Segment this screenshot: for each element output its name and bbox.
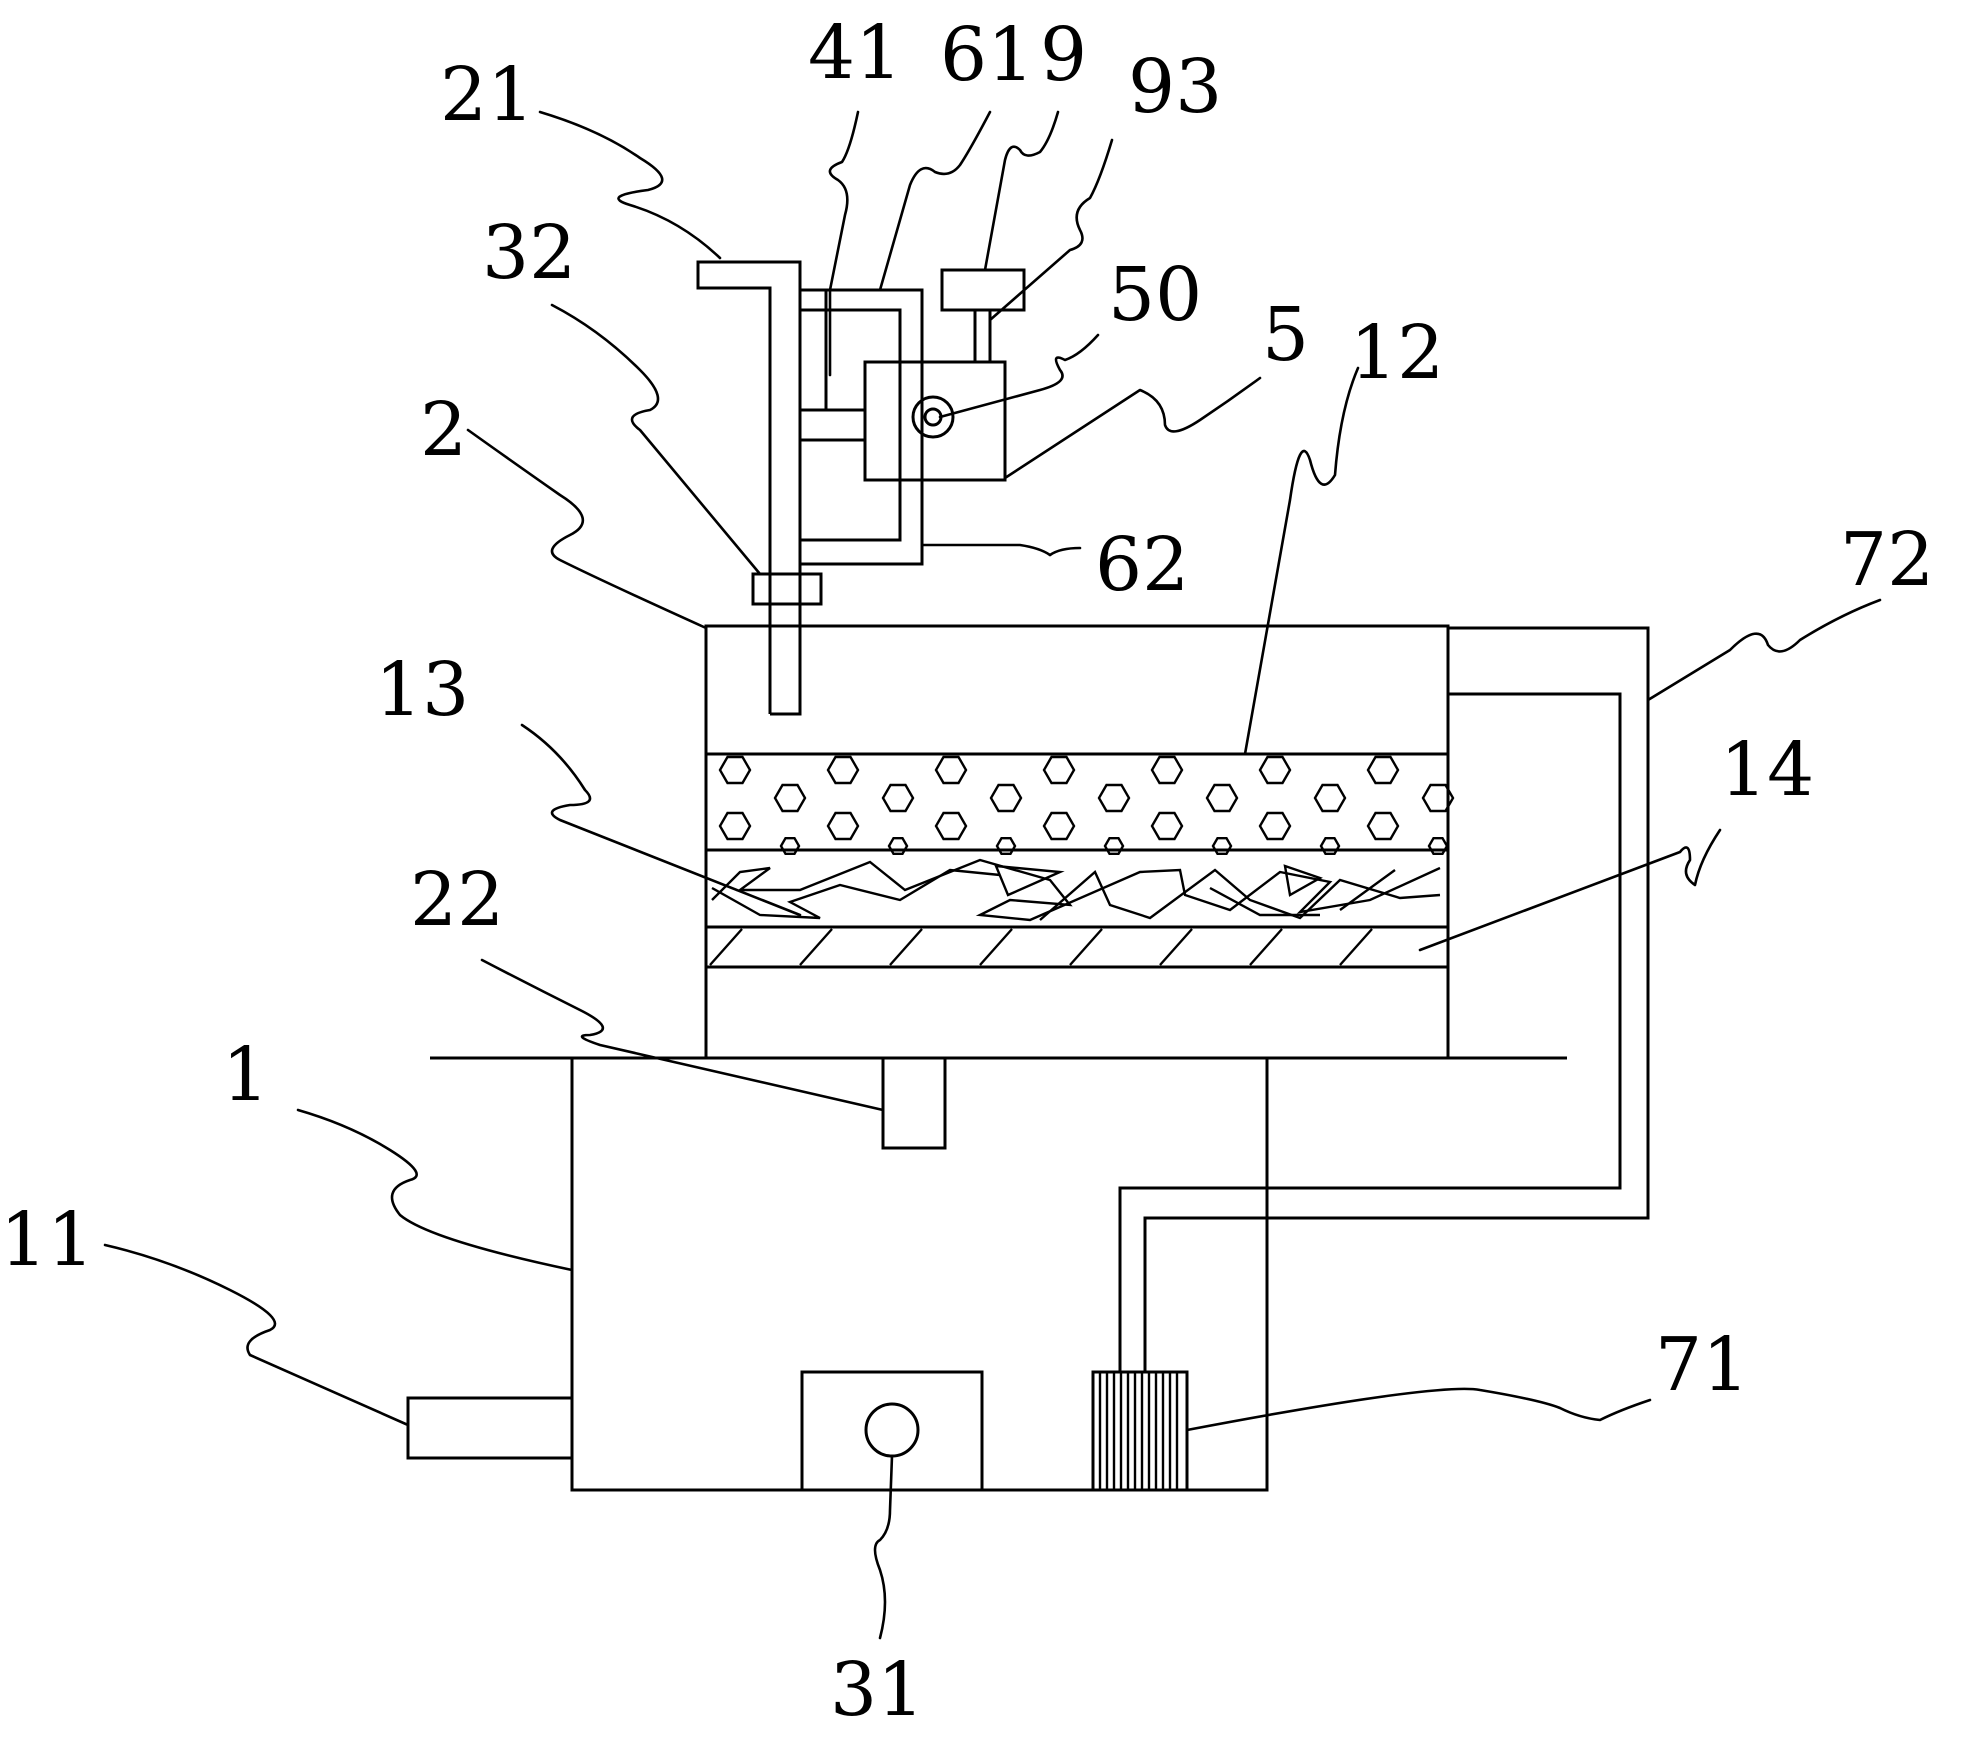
- hexagon-cell: [1313, 783, 1347, 813]
- hexagon-cell: [1258, 755, 1292, 785]
- drain-pipe: [881, 1056, 947, 1150]
- label-9: 9: [1040, 12, 1087, 98]
- leader-1: [296, 1108, 574, 1272]
- leader-41: [828, 110, 860, 377]
- label-13: 13: [375, 647, 469, 733]
- leader-12: [1243, 366, 1360, 756]
- leader-31: [873, 1454, 894, 1640]
- hexagon-cell: [1042, 811, 1076, 841]
- honeycomb-layer: [704, 752, 1455, 855]
- hexagon-cell: [826, 755, 860, 785]
- inlet-pipe: [696, 260, 802, 716]
- lower-tank: [430, 1056, 1567, 1492]
- hatch-line: [1339, 928, 1373, 966]
- hexagon-cell: [1421, 783, 1455, 813]
- hatch-line: [889, 928, 923, 966]
- label-5: 5: [1262, 292, 1309, 378]
- hexagon-cell: [1103, 837, 1125, 855]
- leader-50: [938, 333, 1100, 419]
- label-71: 71: [1655, 1322, 1749, 1408]
- hexagon-cell: [718, 811, 752, 841]
- label-2: 2: [420, 387, 467, 473]
- hexagon-cell: [1366, 811, 1400, 841]
- hexagon-cell: [1211, 837, 1233, 855]
- hexagon-cell: [773, 783, 807, 813]
- hatch-line: [1159, 928, 1193, 966]
- hexagon-cell: [934, 755, 968, 785]
- leader-2: [466, 428, 708, 630]
- label-93: 93: [1128, 44, 1222, 130]
- hexagon-cell: [1319, 837, 1341, 855]
- crushed-stone-layer: [704, 848, 1450, 929]
- hexagon-cell: [1366, 755, 1400, 785]
- hexagon-cell: [1427, 837, 1449, 855]
- hexagon-cell: [779, 837, 801, 855]
- label-72: 72: [1840, 517, 1934, 603]
- pipe-clamp: [751, 572, 823, 606]
- leader-13: [520, 723, 802, 917]
- leader-21: [538, 110, 722, 260]
- label-41: 41: [808, 10, 902, 96]
- hexagon-cell: [887, 837, 909, 855]
- leader-93: [988, 138, 1114, 322]
- return-pipe: [1118, 626, 1650, 1372]
- hexagon-cell: [718, 755, 752, 785]
- leader-72: [1646, 598, 1882, 702]
- label-12: 12: [1350, 310, 1444, 396]
- reference-labels: 21 41 61 9 93 32 50 5 12 2 62 72 13 14 2…: [0, 10, 1934, 1733]
- leader-5: [1003, 376, 1262, 480]
- leader-32: [550, 303, 762, 576]
- hatch-line: [1069, 928, 1103, 966]
- label-11: 11: [0, 1197, 94, 1283]
- leader-lines: [103, 110, 1882, 1640]
- hexagon-cell: [934, 811, 968, 841]
- leader-11: [103, 1243, 410, 1427]
- label-14: 14: [1720, 727, 1814, 813]
- leader-22: [480, 958, 885, 1112]
- hexagon-cell: [826, 811, 860, 841]
- hatch-line: [799, 928, 833, 966]
- hexagon-cell: [1042, 755, 1076, 785]
- leader-14: [1418, 828, 1722, 952]
- outlet-pipe: [406, 1396, 574, 1460]
- label-62: 62: [1095, 522, 1189, 608]
- label-61: 61: [940, 12, 1034, 98]
- leader-61: [878, 110, 992, 292]
- hatch-line: [709, 928, 743, 966]
- leader-62: [920, 543, 1082, 557]
- hexagon-cell: [1150, 811, 1184, 841]
- motor-frame: [800, 288, 924, 566]
- label-22: 22: [410, 857, 504, 943]
- label-21: 21: [440, 52, 534, 138]
- label-50: 50: [1108, 252, 1202, 338]
- hexagon-cell: [1258, 811, 1292, 841]
- label-1: 1: [222, 1032, 269, 1118]
- hatched-layer: [704, 925, 1450, 969]
- label-31: 31: [830, 1647, 924, 1733]
- hatch-line: [1249, 928, 1283, 966]
- hexagon-cell: [1205, 783, 1239, 813]
- leader-9: [983, 110, 1060, 272]
- hexagon-cell: [1150, 755, 1184, 785]
- motor-box: [863, 360, 1007, 482]
- hatch-line: [979, 928, 1013, 966]
- hexagon-cell: [989, 783, 1023, 813]
- label-32: 32: [482, 210, 576, 296]
- top-bracket: [940, 268, 1026, 362]
- leader-71: [1185, 1387, 1652, 1432]
- hexagon-cell: [881, 783, 915, 813]
- filter-cartridge: [1091, 1370, 1189, 1492]
- hexagon-cell: [995, 837, 1017, 855]
- hexagon-cell: [1097, 783, 1131, 813]
